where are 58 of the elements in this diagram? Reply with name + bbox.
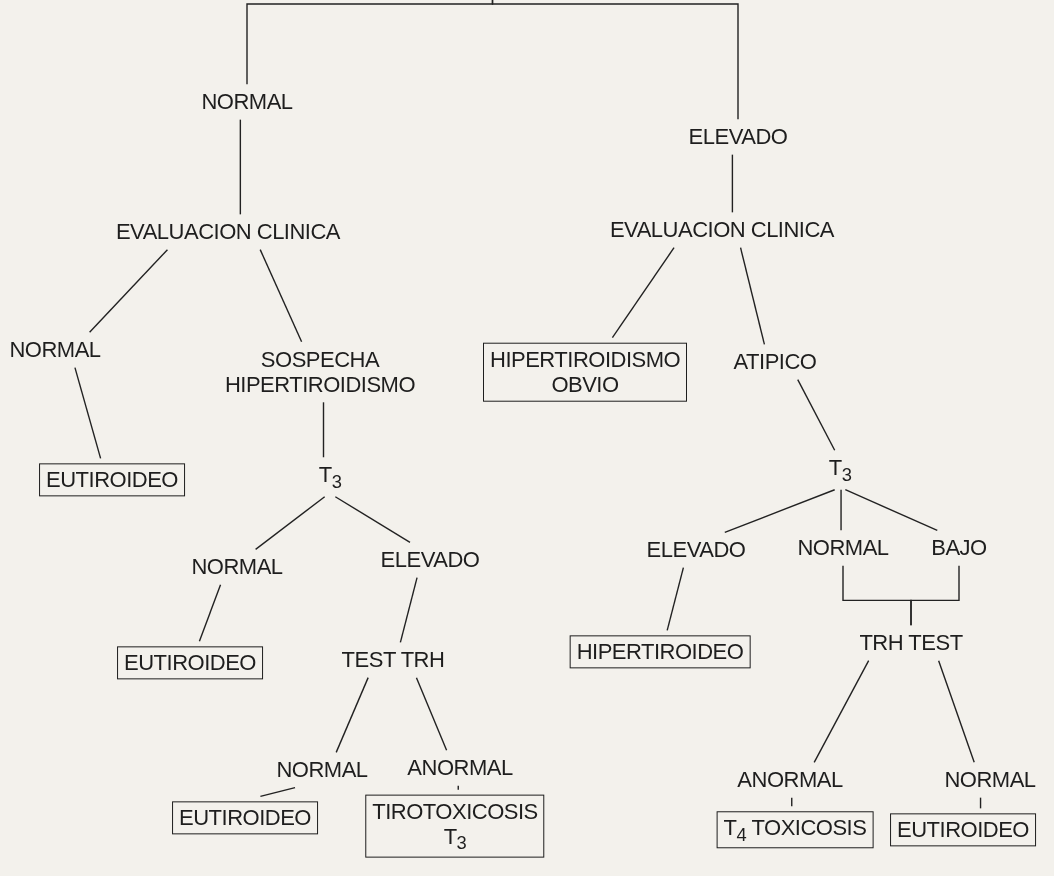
connector-line [259, 248, 303, 343]
result-label: HIPERTIROIDISMO OBVIO [490, 346, 680, 398]
connector-line [840, 489, 842, 532]
connector-line [491, 0, 739, 121]
branch-label: NORMAL [276, 757, 368, 783]
connector-line [334, 496, 411, 544]
branch-label: NORMAL [9, 337, 101, 363]
connector-line [739, 246, 766, 346]
connector-line [910, 564, 960, 627]
connector-line [239, 118, 242, 216]
connector-line [415, 676, 448, 752]
branch-label: ATIPICO [733, 349, 817, 375]
connector-line [322, 401, 325, 458]
branch-label: EVALUACION CLINICA [115, 219, 341, 245]
connector-line [844, 489, 938, 532]
result-label: EUTIROIDEO [124, 650, 256, 676]
result-label: T$_{4}$ TOXICOSIS [723, 815, 867, 845]
connector-line [335, 676, 369, 754]
connector-line [198, 583, 222, 643]
connector-line [457, 784, 459, 791]
connector-line [666, 566, 685, 632]
result-label: EUTIROIDEO [46, 467, 178, 493]
connector-line [724, 489, 836, 534]
branch-label: ANORMAL [407, 755, 513, 781]
connector-line [813, 659, 870, 764]
branch-label: NORMAL [797, 535, 889, 561]
connector-line [259, 786, 296, 798]
connector-line [254, 496, 326, 551]
connector-line [937, 659, 975, 764]
branch-label: TRH TEST [859, 630, 963, 656]
connector-line [731, 153, 734, 214]
branch-label: ANORMAL [737, 767, 843, 793]
branch-label: ELEVADO [688, 124, 788, 150]
connector-line [979, 796, 982, 810]
branch-label: ELEVADO [380, 547, 480, 573]
branch-label: EVALUACION CLINICA [609, 217, 835, 243]
result-label: EUTIROIDEO [897, 817, 1029, 843]
result-label: HIPERTIROIDEO [576, 639, 744, 665]
result-box [483, 342, 687, 402]
branch-label: T$_{3}$ [828, 455, 852, 485]
branch-label: ELEVADO [646, 537, 746, 563]
connector-line [611, 246, 675, 339]
branch-label: NORMAL [201, 89, 293, 115]
branch-label: SOSPECHA HIPERTIROIDISMO [223, 346, 417, 398]
connector-line [246, 0, 494, 86]
result-label: EUTIROIDEO [179, 805, 311, 831]
result-label: TIROTOXICOSIS [372, 798, 538, 824]
connector-line [74, 366, 102, 460]
connector-line [797, 378, 836, 451]
branch-label: T$_{3}$ [318, 462, 342, 492]
connector-line [791, 796, 793, 807]
result-label: T$_{3}$ [442, 823, 468, 854]
branch-label: TEST TRH [341, 647, 445, 673]
connector-line [88, 248, 169, 334]
branch-label: NORMAL [191, 554, 283, 580]
branch-label: BAJO [931, 535, 987, 561]
branch-label: NORMAL [944, 767, 1036, 793]
connector-line [399, 576, 418, 644]
